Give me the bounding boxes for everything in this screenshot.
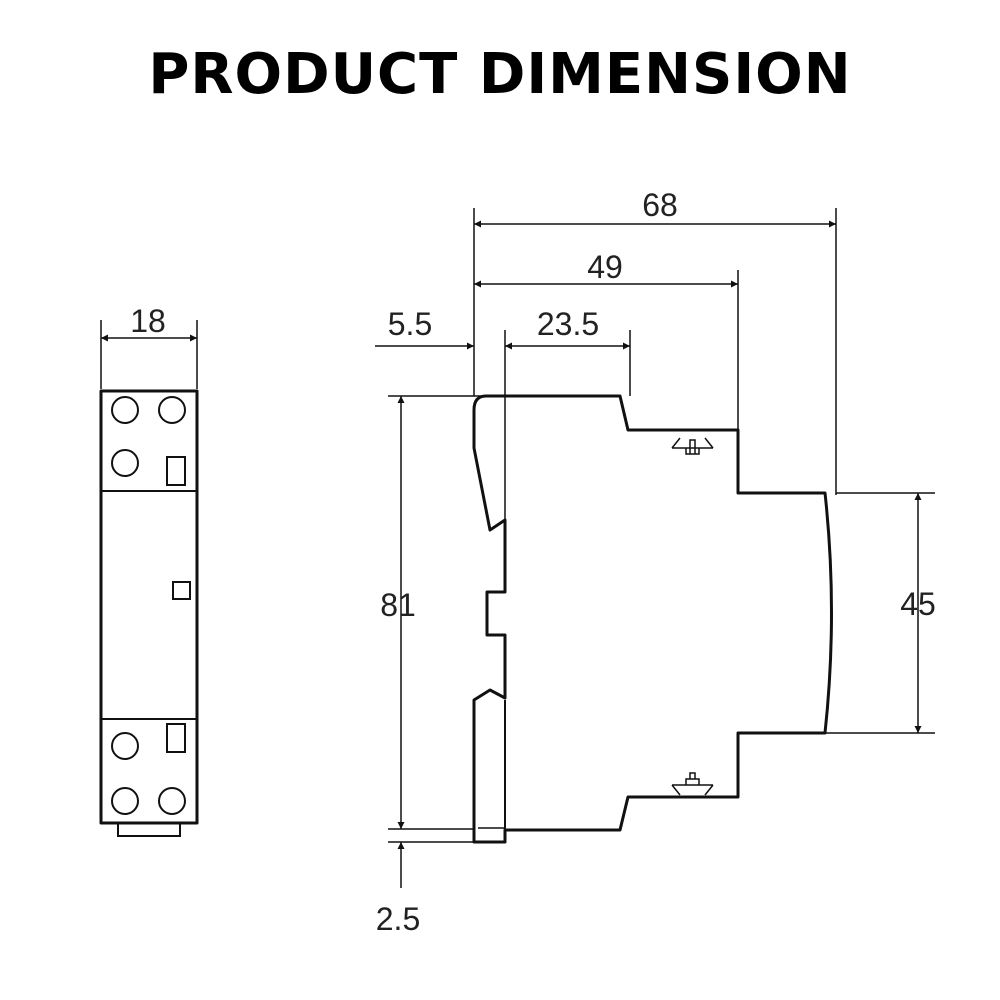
overall-depth-label: 68 [642, 187, 678, 223]
side-view: 68 49 5.5 23.5 81 2.5 45 [375, 187, 936, 937]
page-title: PRODUCT DIMENSION [148, 42, 852, 107]
front-body-outline [99, 389, 199, 825]
terminal-screw-icon [158, 787, 186, 815]
front-bottom-clip [117, 823, 181, 837]
terminal-label-window [166, 456, 186, 486]
overall-height-label: 81 [380, 587, 416, 623]
terminal-screw-icon [158, 396, 186, 424]
fixing-screw-icon [671, 772, 714, 796]
terminal-label-window [166, 723, 186, 753]
body-depth-label: 49 [587, 249, 623, 285]
front-view: 18 [99, 303, 199, 837]
clip-height-label: 2.5 [376, 901, 420, 937]
terminal-screw-icon [111, 732, 139, 760]
terminal-screw-icon [111, 396, 139, 424]
terminal-screw-icon [111, 449, 139, 477]
side-body-outline [472, 394, 833, 844]
front-height-label: 45 [900, 586, 936, 622]
status-indicator-window [172, 581, 191, 600]
front-width-label: 18 [130, 303, 166, 339]
fixing-screw-icon [671, 437, 714, 455]
rail-offset-label: 5.5 [388, 306, 432, 342]
terminal-screw-icon [111, 787, 139, 815]
step-depth-label: 23.5 [537, 306, 599, 342]
